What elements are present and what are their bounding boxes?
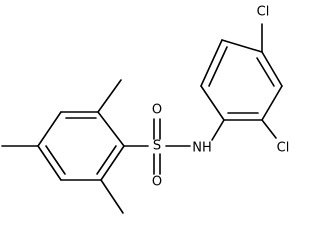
chlorine-substituents: Cl Cl (257, 5, 290, 156)
dichlorophenyl-ring (200, 39, 283, 121)
methyl-bond (100, 179, 124, 214)
chemical-structure-diagram: S O O NH Cl Cl (1, 5, 290, 214)
ring-bond (100, 145, 125, 181)
ring-bond (37, 145, 62, 181)
mesityl-ring (37, 111, 125, 181)
ring-bond (261, 85, 283, 121)
chlorine-atom-ortho: Cl (277, 141, 290, 156)
ring-bond-double-inner (208, 46, 228, 87)
sulfur-atom: S (153, 139, 161, 154)
amine-linker: NH (192, 119, 225, 156)
ring-bond (37, 111, 62, 147)
methyl-bond (97, 79, 122, 113)
ring-bond (200, 85, 225, 121)
nh-atom: NH (192, 141, 212, 156)
c-cl-bond (261, 119, 277, 139)
chlorine-atom-para: Cl (257, 5, 270, 20)
oxygen-atom-bottom: O (152, 175, 162, 190)
oxygen-atom-top: O (152, 103, 162, 118)
ring-bond (261, 51, 283, 87)
ring-bond (97, 111, 125, 147)
ring-bond-double-inner (45, 145, 66, 175)
ring-bond (221, 39, 263, 53)
ring-bond-double-inner (256, 57, 275, 87)
ring-bond (200, 39, 223, 87)
sulfonyl-group: S O O (123, 103, 191, 190)
methyl-groups (1, 79, 124, 214)
n-c-bond (211, 119, 225, 141)
ring-bond-double-inner (96, 145, 117, 175)
